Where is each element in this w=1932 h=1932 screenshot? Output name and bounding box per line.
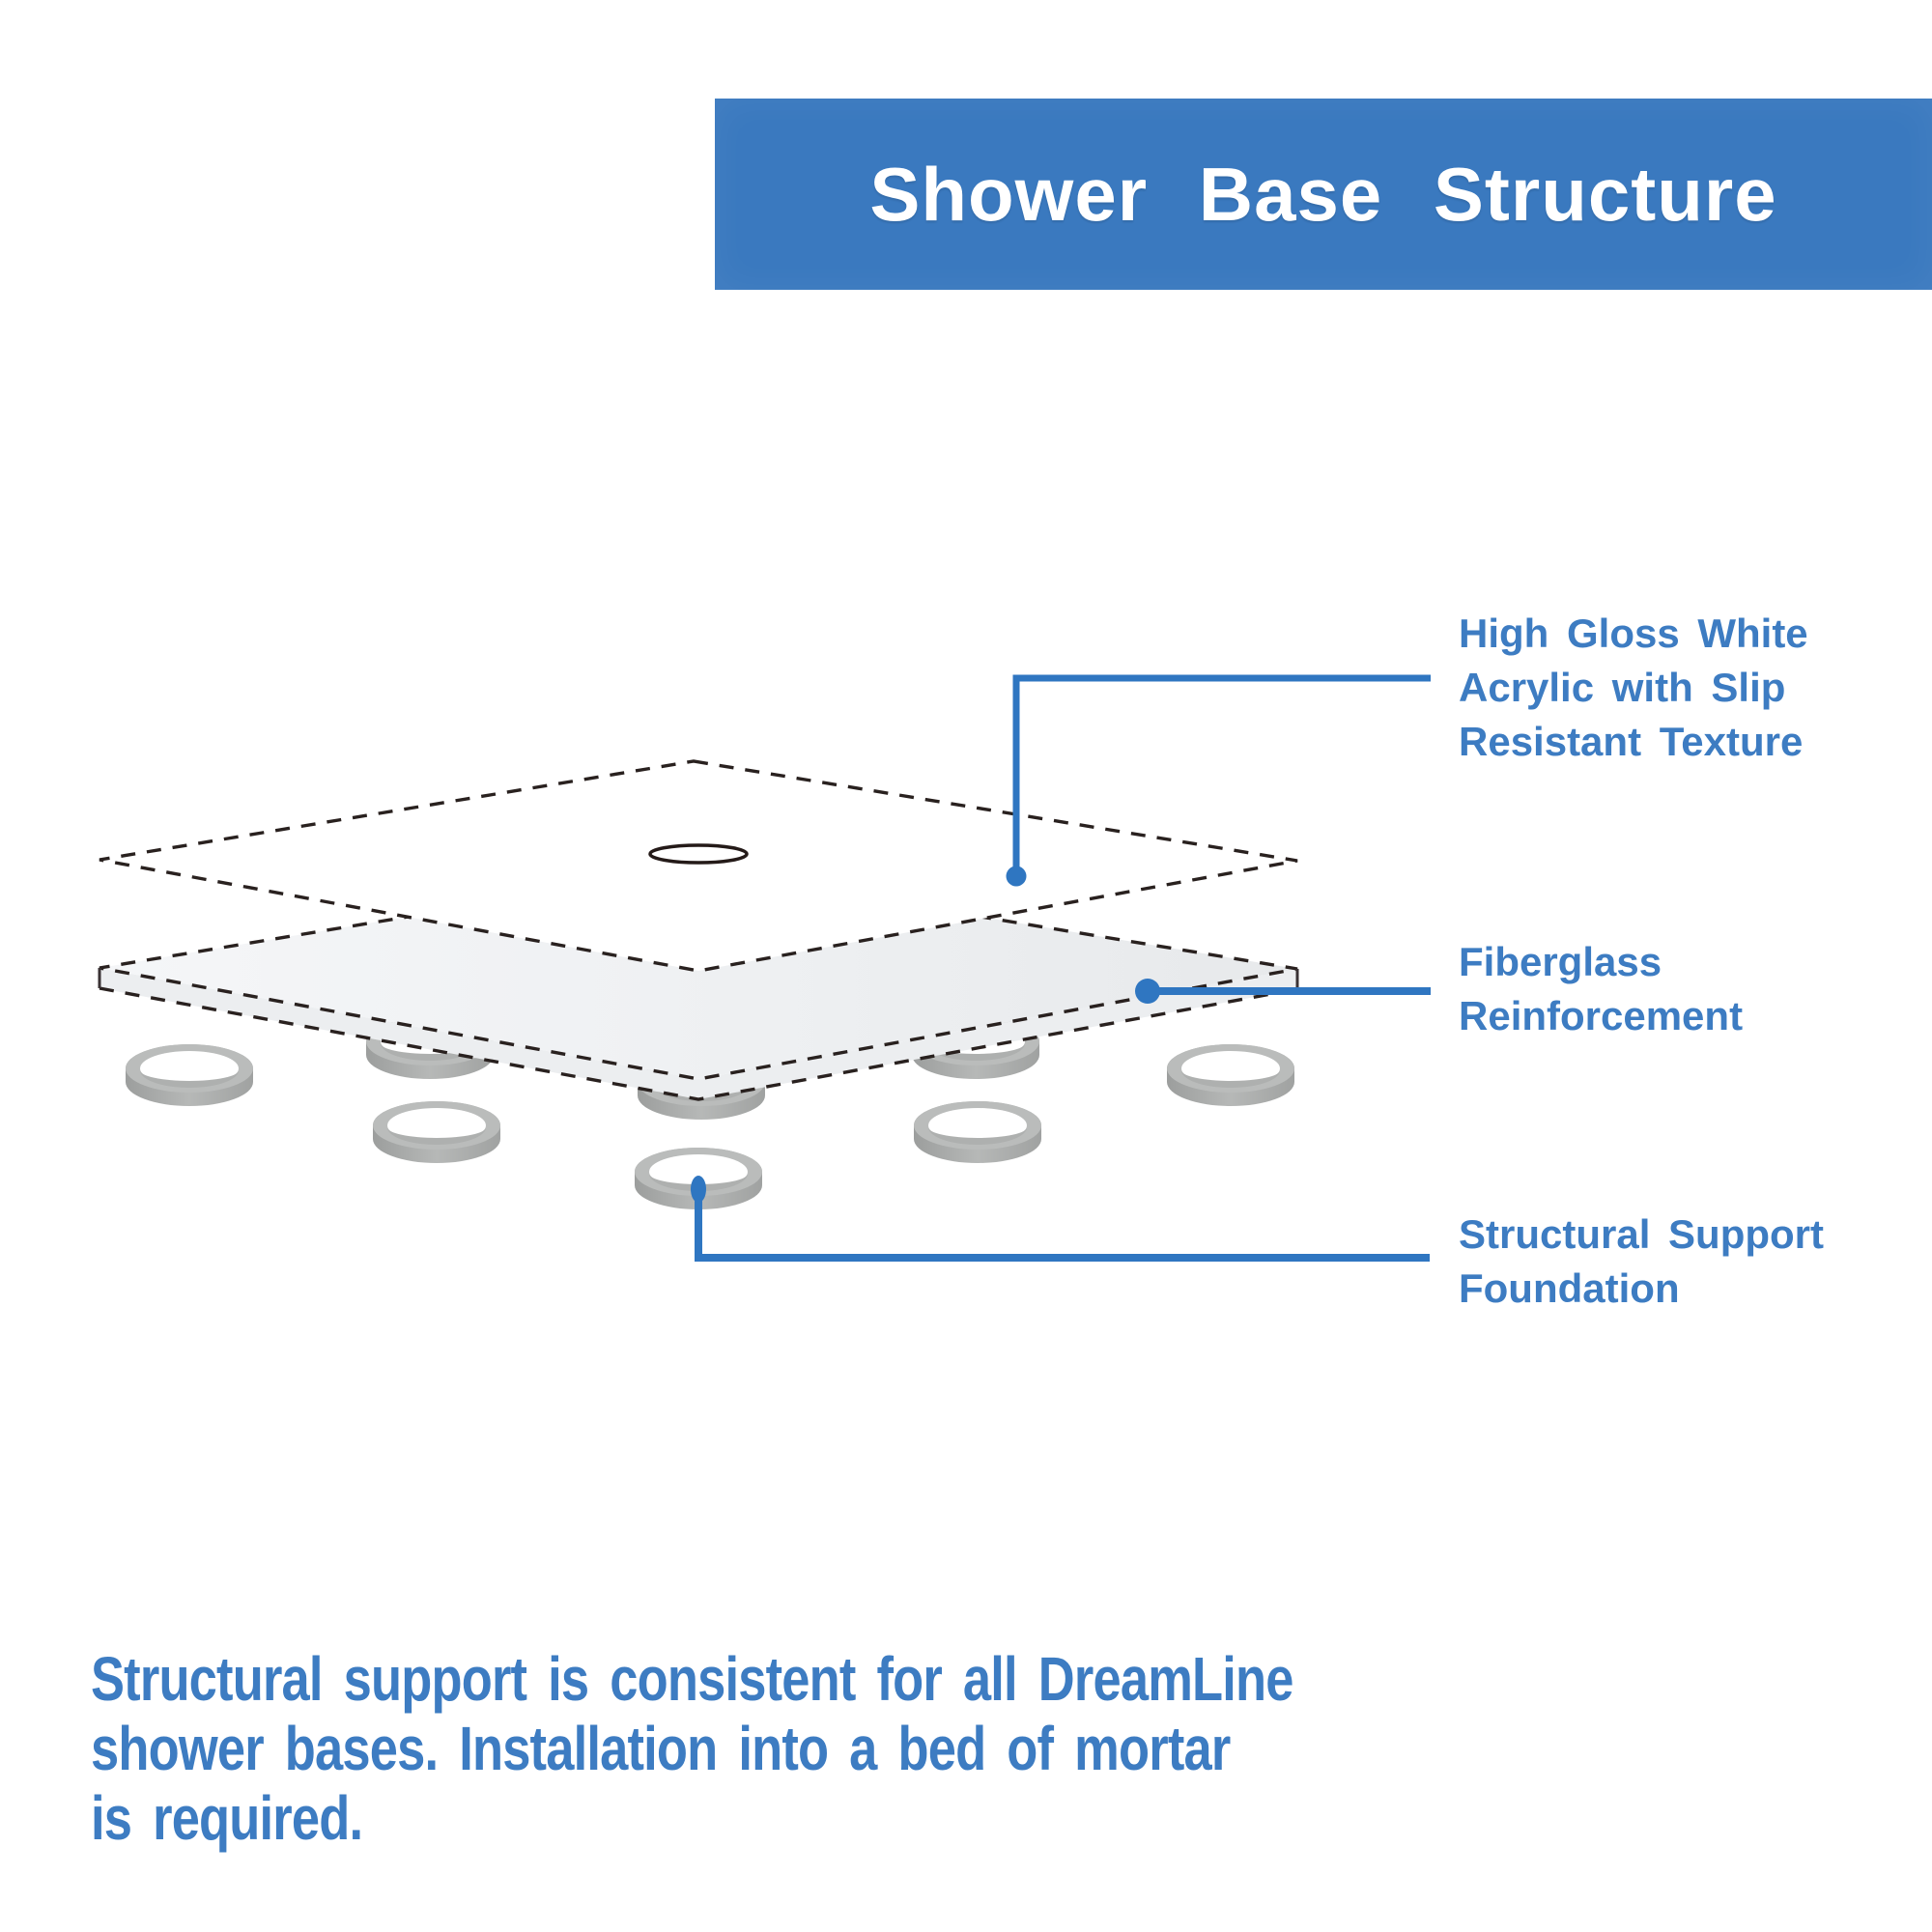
footer-note-line3: is required. — [91, 1783, 363, 1853]
label-acrylic-line1: High Gloss White — [1459, 611, 1808, 656]
label-foundation: Structural Support Foundation — [1459, 1208, 1824, 1316]
fiberglass-layer — [98, 867, 1299, 1101]
fiberglass-bottom-edge — [99, 986, 1298, 1101]
footer-note-line2: shower bases. Installation into a bed of… — [91, 1714, 1231, 1783]
support-ring — [126, 1044, 253, 1106]
support-ring — [1167, 1044, 1294, 1106]
label-fiberglass: Fiberglass Reinforcement — [1459, 935, 1743, 1043]
page-title: Shower Base Structure — [869, 151, 1777, 237]
label-fiberglass-line2: Reinforcement — [1459, 993, 1744, 1038]
fiberglass-tip-edges — [98, 968, 1299, 989]
acrylic-layer — [99, 759, 1298, 973]
footer-note: Structural support is consistent for all… — [91, 1644, 1293, 1853]
label-foundation-line1: Structural Support — [1459, 1211, 1825, 1257]
drain-hole — [648, 843, 749, 865]
fiberglass-top-face — [99, 867, 1298, 1081]
label-acrylic-line2: Acrylic with Slip — [1459, 665, 1786, 710]
acrylic-connector-dot — [1006, 866, 1027, 887]
label-acrylic-line3: Resistant Texture — [1459, 719, 1804, 764]
label-acrylic: High Gloss White Acrylic with Slip Resis… — [1459, 607, 1808, 769]
support-ring — [373, 1101, 500, 1163]
header-banner: Shower Base Structure — [715, 99, 1932, 290]
acrylic-surface — [99, 759, 1298, 973]
acrylic-connector-line — [1012, 674, 1431, 871]
label-foundation-line2: Foundation — [1459, 1265, 1680, 1311]
label-fiberglass-line1: Fiberglass — [1459, 939, 1662, 984]
support-ring — [914, 1101, 1041, 1163]
foundation-connector-line — [695, 1196, 1430, 1262]
footer-note-line1: Structural support is consistent for all… — [91, 1644, 1293, 1714]
callout-connectors — [691, 674, 1431, 1262]
